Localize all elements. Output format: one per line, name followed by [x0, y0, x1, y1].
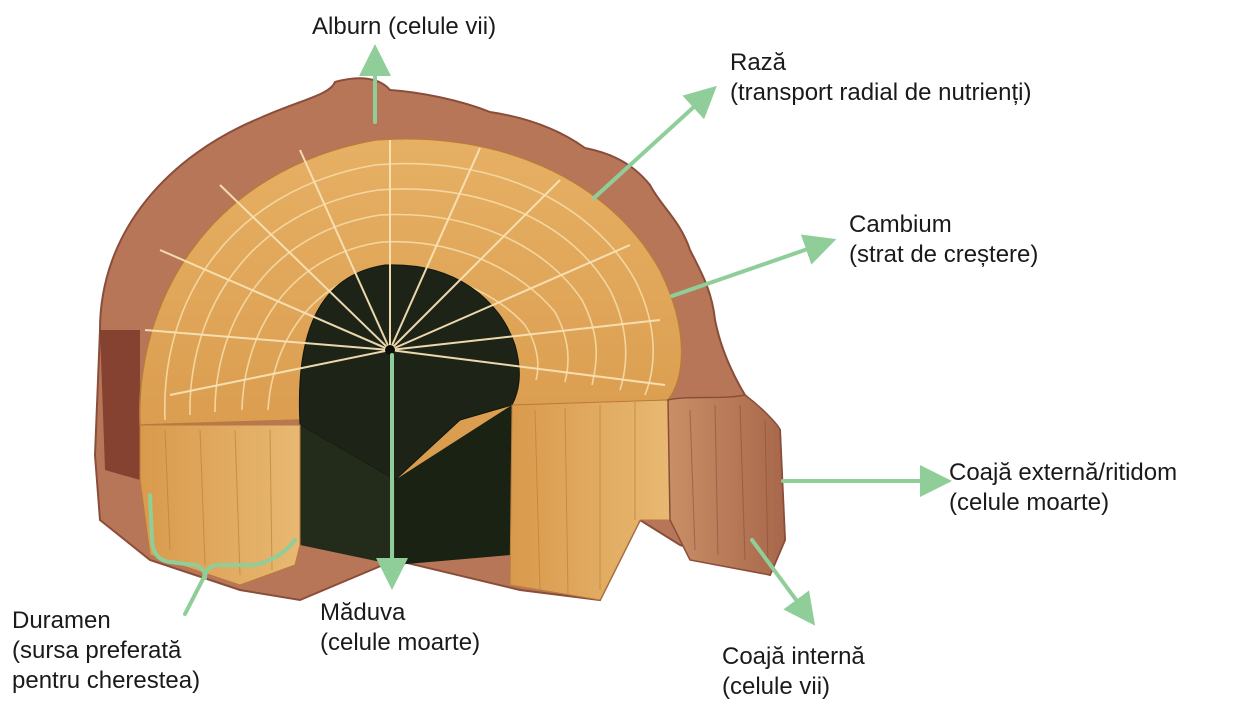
label-duramen-line1: Duramen [12, 606, 200, 636]
label-coaja-interna-line2: (celule vii) [722, 672, 865, 702]
label-coaja-externa: Coajă externă/ritidom (celule moarte) [949, 458, 1177, 518]
label-maduva: Măduva (celule moarte) [320, 598, 480, 658]
label-cambium-line1: Cambium [849, 210, 1038, 240]
label-raza-line1: Rază [730, 48, 1031, 78]
raza-arrow [594, 94, 708, 198]
pith [385, 345, 395, 355]
label-cambium: Cambium (strat de creștere) [849, 210, 1038, 270]
bark-side-left [100, 330, 140, 480]
sapwood-side-right [510, 400, 670, 600]
label-coaja-interna: Coajă internă (celule vii) [722, 642, 865, 702]
label-duramen: Duramen (sursa preferată pentru chereste… [12, 606, 200, 696]
label-maduva-line2: (celule moarte) [320, 628, 480, 658]
label-raza-line2: (transport radial de nutrienți) [730, 78, 1031, 108]
label-duramen-line3: pentru cherestea) [12, 666, 200, 696]
label-raza: Rază (transport radial de nutrienți) [730, 48, 1031, 108]
label-coaja-externa-line2: (celule moarte) [949, 488, 1177, 518]
label-alburn: Alburn (celule vii) [312, 12, 496, 42]
label-coaja-interna-line1: Coajă internă [722, 642, 865, 672]
label-maduva-line1: Măduva [320, 598, 480, 628]
label-duramen-line2: (sursa preferată [12, 636, 200, 666]
label-alburn-line1: Alburn (celule vii) [312, 12, 496, 42]
label-coaja-externa-line1: Coajă externă/ritidom [949, 458, 1177, 488]
label-cambium-line2: (strat de creștere) [849, 240, 1038, 270]
